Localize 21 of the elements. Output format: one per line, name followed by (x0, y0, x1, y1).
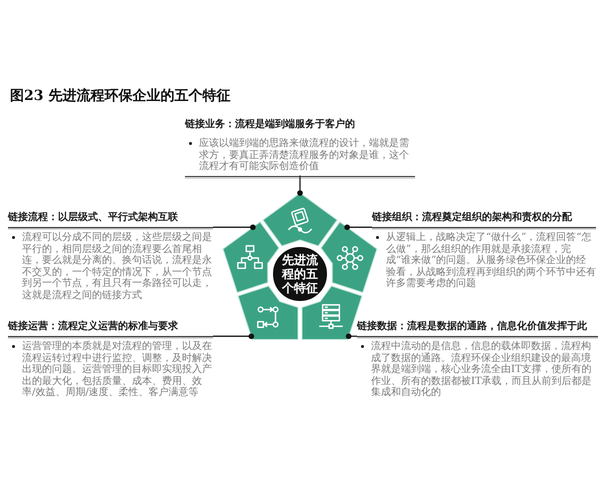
pentagon-segment (262, 193, 338, 246)
callout-heading: 链接数据：流程是数据的通路，信息化价值发挥于此 (357, 320, 598, 337)
leader-line (346, 333, 357, 340)
figure-title: 图23 先进流程环保企业的五个特征 (10, 87, 230, 105)
callout-text: 应该以端到端的思路来做流程的设计，端就是需求方，要真正弄清楚流程服务的对象是谁，这个流程才有可能实际创造价值 (199, 138, 410, 172)
callout-text: 运营管理的本质就是对流程的管理，以及在流程运转过程中进行监控、调整，及时解决出现的问题。运营管理的目标即实现投入产出的最大化，包括质量、成本、费用、效率/效益、周期/速度、柔性、客户满意等 (22, 341, 213, 398)
center-label: 先进流程的五个特征 (282, 253, 318, 295)
pentagon-segment (222, 222, 279, 293)
leader-line (344, 224, 372, 230)
leader-line (213, 224, 256, 230)
callout-heading: 链接业务：流程是端到端服务于客户的 (185, 118, 356, 132)
callout-heading: 链接运营：流程定义运营的标准与要求 (8, 320, 213, 337)
callout-text: 从逻辑上，战略决定了“做什么”，流程回答“怎么做”，那么组织的作用就是承接流程，完成“谁来做”的问题。从服务绿色环保企业的经验看，从战略到流程再到组织的两个环节中还有许多需要考虑的问题 (386, 232, 596, 290)
leader-line (213, 333, 254, 340)
callout-text: 流程可以分成不同的层级，这些层级之间是平行的，相同层级之间的流程要么首尾相连，要么就是分离的。换句话说，流程是永不交叉的，一个特定的情况下，从一个节点到另一个节点，有且只有一条路径可以走，这就是流程之间的链接方式 (22, 232, 213, 301)
center-circle (271, 245, 329, 303)
pentagon-segment (321, 222, 378, 293)
callout-heading: 链接组织：流程奠定组织的架构和责权的分配 (372, 211, 596, 228)
callout-heading: 链接流程：以层级式、平行式架构互联 (8, 211, 213, 228)
callout-text: 流程中流动的是信息，信息的载体即数据，流程构成了数据的通路。流程环保企业组织建设的最高境界就是端到端，核心业务流全由IT支撑，使所有的作业、所有的数据都被IT承载，而且从前到后都是集成和自动化的 (371, 341, 593, 398)
leader-line (297, 176, 303, 196)
